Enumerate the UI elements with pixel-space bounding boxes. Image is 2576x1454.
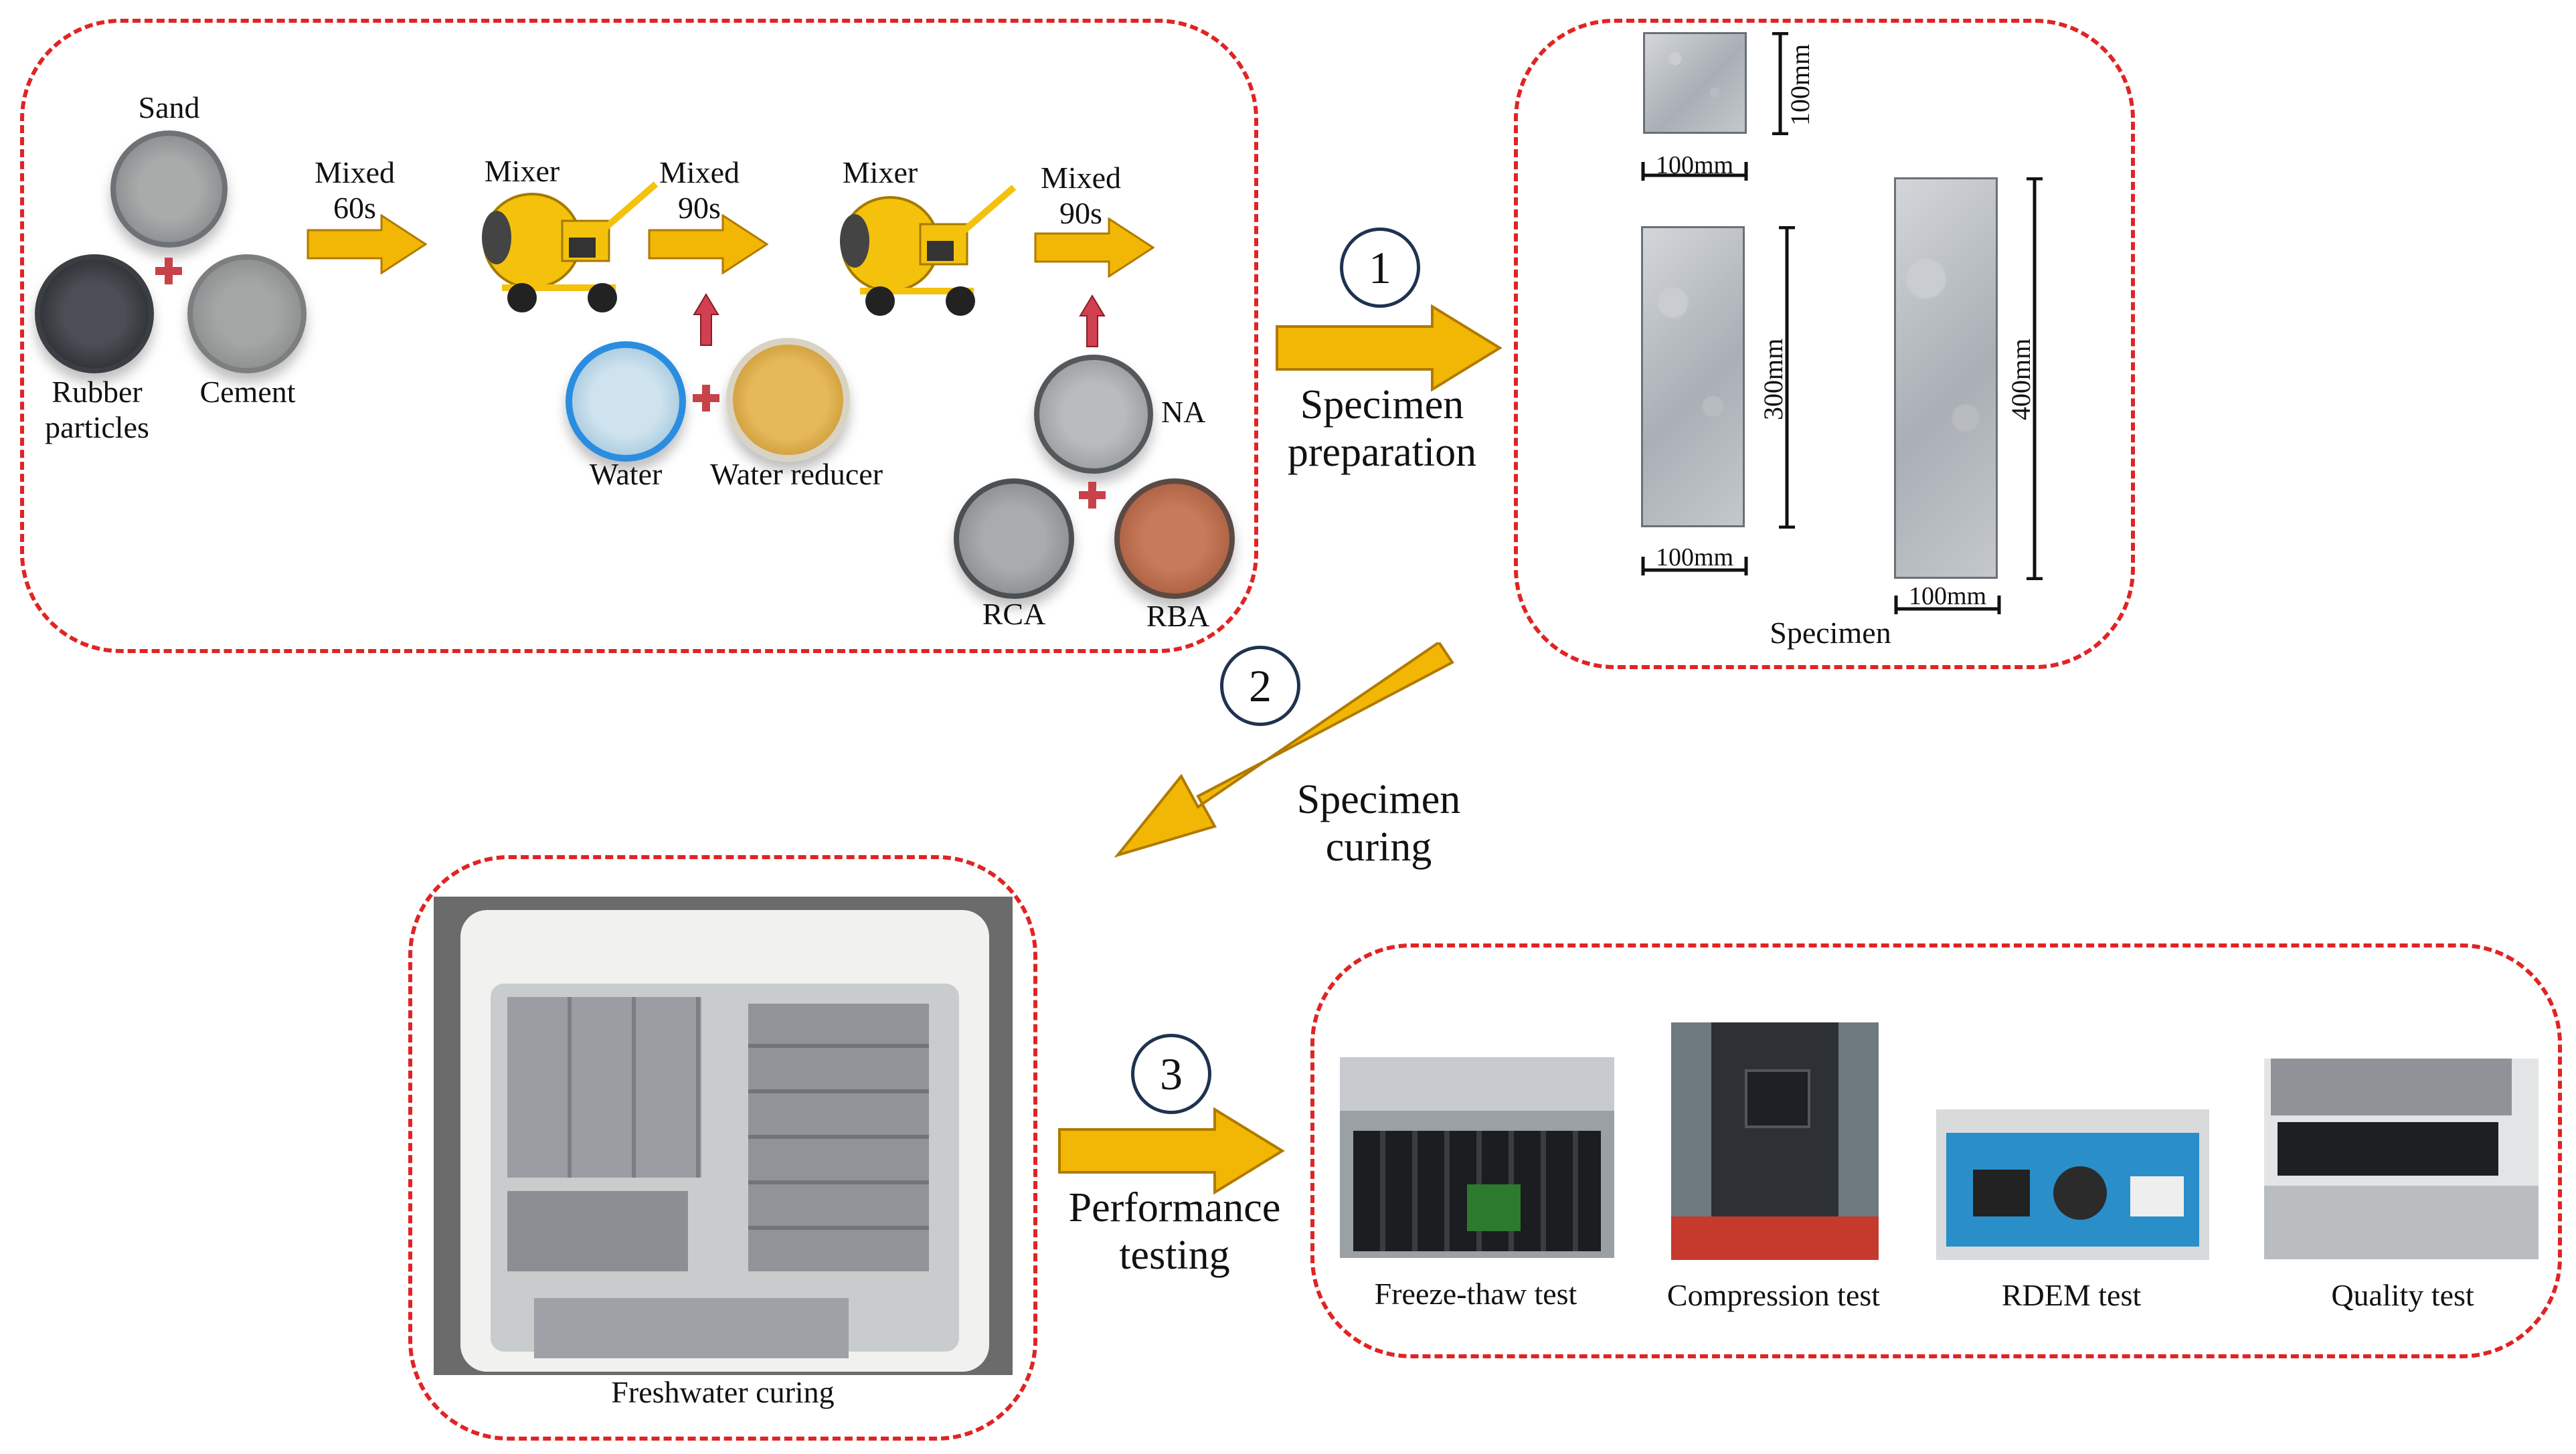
water-label: Water bbox=[589, 457, 663, 491]
freshwater-curing-caption: Freshwater curing bbox=[611, 1375, 835, 1409]
up-arrow-icon bbox=[693, 293, 719, 346]
rdem-photo bbox=[1936, 1109, 2209, 1260]
performance-testing-label: Performance testing bbox=[1068, 1185, 1281, 1279]
prism-400-height-label: 400mm bbox=[2006, 338, 2036, 420]
rubber-particles-label: Rubber particles bbox=[45, 375, 149, 444]
specimen-prism-300 bbox=[1641, 226, 1745, 527]
mixer-1-label: Mixer bbox=[484, 154, 560, 188]
rubber-particles-bowl bbox=[35, 254, 154, 373]
sand-label: Sand bbox=[138, 90, 200, 124]
rca-label: RCA bbox=[982, 597, 1046, 631]
specimen-stack bbox=[507, 997, 701, 1178]
freezer-board bbox=[1467, 1184, 1521, 1231]
specimen-curing-label: Specimen curing bbox=[1296, 777, 1461, 871]
freeze-thaw-caption: Freeze-thaw test bbox=[1374, 1277, 1577, 1311]
dimension-line-horizontal bbox=[1641, 557, 1748, 575]
scale-base bbox=[2264, 1186, 2539, 1259]
freeze-thaw-photo bbox=[1340, 1057, 1614, 1258]
mixing-group-box bbox=[20, 19, 1258, 653]
cube-width-label: 100mm bbox=[1655, 151, 1734, 179]
specimen-stack bbox=[534, 1298, 849, 1358]
arrow-2-diagonal bbox=[1114, 642, 1454, 858]
plus-icon bbox=[1079, 482, 1106, 509]
rdem-display bbox=[1973, 1170, 2030, 1216]
press-head bbox=[1745, 1069, 1810, 1128]
prism-300-height-label: 300mm bbox=[1758, 338, 1788, 420]
water-reducer-label: Water reducer bbox=[709, 457, 883, 491]
rdem-dial bbox=[2053, 1166, 2107, 1220]
dimension-line-horizontal bbox=[1641, 162, 1748, 181]
dimension-line-vertical bbox=[1772, 32, 1788, 135]
specimen-cube bbox=[1643, 32, 1747, 134]
quality-caption: Quality test bbox=[2331, 1278, 2474, 1312]
process-arrow-2 bbox=[648, 214, 768, 274]
up-arrow-icon bbox=[1079, 294, 1106, 347]
sand-bowl bbox=[110, 130, 228, 248]
specimen-stack bbox=[748, 1004, 929, 1271]
cement-label: Cement bbox=[199, 375, 296, 409]
specimen-prism-400 bbox=[1894, 177, 1998, 579]
plus-icon bbox=[693, 385, 719, 412]
step-1-badge: 1 bbox=[1340, 228, 1420, 308]
quality-photo bbox=[2264, 1059, 2539, 1259]
freezer-lid bbox=[1340, 1057, 1614, 1111]
compression-caption: Compression test bbox=[1666, 1278, 1881, 1312]
water-reducer-bowl bbox=[726, 338, 850, 462]
mixer-2-label: Mixer bbox=[842, 155, 918, 189]
cube-height-label: 100mm bbox=[1785, 43, 1815, 126]
plus-icon bbox=[155, 258, 182, 284]
tests-group-box bbox=[1310, 943, 2562, 1358]
rba-label: RBA bbox=[1146, 599, 1210, 633]
compression-photo bbox=[1671, 1022, 1879, 1260]
scale-display bbox=[2278, 1122, 2498, 1176]
dimension-line-horizontal bbox=[1894, 596, 2001, 614]
freshwater-curing-photo bbox=[434, 897, 1013, 1375]
prism-400-width-label: 100mm bbox=[1908, 582, 1987, 610]
rba-bowl bbox=[1114, 478, 1235, 599]
process-arrow-1 bbox=[307, 214, 427, 274]
specimen-stack bbox=[507, 1191, 688, 1271]
specimen-caption: Specimen bbox=[1770, 616, 1891, 650]
process-arrow-3 bbox=[1034, 217, 1154, 278]
rca-bowl bbox=[954, 478, 1074, 599]
step-3-badge: 3 bbox=[1131, 1034, 1211, 1114]
dimension-line-vertical bbox=[2027, 177, 2043, 580]
curing-group-box bbox=[408, 855, 1037, 1441]
specimen-preparation-label: Specimen preparation bbox=[1287, 382, 1477, 476]
step-2-badge: 2 bbox=[1220, 646, 1300, 726]
mixed-90s-label-1: Mixed 90s bbox=[659, 155, 740, 225]
mixed-90s-label-2: Mixed 90s bbox=[1040, 161, 1122, 230]
na-label: NA bbox=[1161, 395, 1206, 429]
mixed-60s-label: Mixed 60s bbox=[314, 155, 396, 225]
scale-sample bbox=[2271, 1059, 2512, 1115]
na-bowl bbox=[1034, 355, 1153, 474]
cement-bowl bbox=[187, 254, 307, 373]
prism-300-width-label: 100mm bbox=[1655, 543, 1734, 571]
arrow-1-right bbox=[1276, 304, 1502, 391]
rdem-caption: RDEM test bbox=[2001, 1278, 2142, 1312]
mixer-icon bbox=[840, 185, 1017, 316]
arrow-3-right bbox=[1058, 1107, 1285, 1194]
mixer-icon bbox=[482, 181, 659, 312]
water-bowl bbox=[566, 341, 686, 462]
dimension-line-vertical bbox=[1779, 226, 1795, 529]
rdem-printer bbox=[2130, 1176, 2184, 1216]
specimen-group-box bbox=[1514, 19, 2135, 669]
press-base bbox=[1671, 1216, 1879, 1260]
